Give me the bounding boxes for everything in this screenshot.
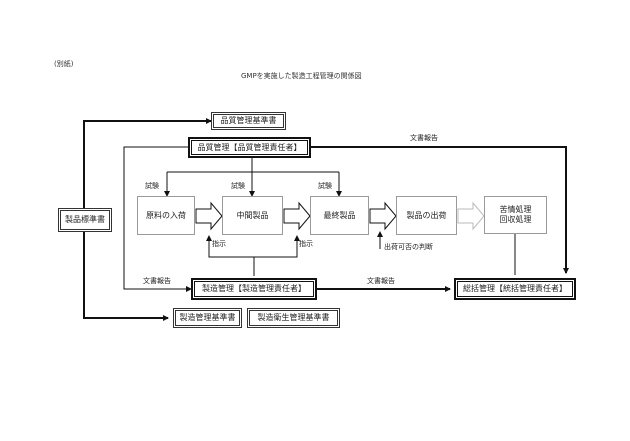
manufacturing-dept-box: 製造管理【製造管理責任者】 bbox=[191, 278, 317, 300]
product-shipping-label: 製品の出荷 bbox=[406, 210, 447, 220]
attachment-label: (別紙) bbox=[54, 60, 74, 68]
report-label-to-manufacturing: 文書報告 bbox=[143, 277, 171, 285]
general-dept-box: 総括管理【統括管理責任者】 bbox=[454, 278, 576, 300]
instruction-label-1: 指示 bbox=[212, 240, 226, 248]
general-dept-label: 総括管理【統括管理責任者】 bbox=[463, 284, 567, 293]
hygiene-standard-box: 製造衛生管理基準書 bbox=[247, 308, 340, 328]
complaint-label-line1: 苦情処理 bbox=[499, 205, 532, 214]
hygiene-standard-label: 製造衛生管理基準書 bbox=[257, 313, 330, 322]
test-label-intermediate: 試験 bbox=[231, 182, 245, 190]
shipping-decision-label: 出荷可否の判断 bbox=[384, 243, 433, 251]
arrow-quality-to-general bbox=[311, 146, 569, 274]
page-title: GMPを実施した製造工程管理の関係図 bbox=[241, 72, 362, 80]
raw-receipt-label: 原料の入荷 bbox=[146, 210, 186, 220]
manufacturing-standard-box: 製造管理基準書 bbox=[173, 308, 242, 328]
intermediate-box: 中間製品 bbox=[222, 196, 283, 235]
complaint-box: 苦情処理 回収処理 bbox=[484, 196, 547, 234]
flow-arrow-2 bbox=[283, 201, 311, 231]
manufacturing-dept-label: 製造管理【製造管理責任者】 bbox=[202, 284, 306, 293]
product-standard-label: 製品標準書 bbox=[65, 215, 105, 224]
final-product-box: 最終製品 bbox=[310, 196, 369, 235]
intermediate-label: 中間製品 bbox=[236, 210, 269, 220]
arrow-instruction-intermediate bbox=[206, 235, 255, 276]
manufacturing-standard-label: 製造管理基準書 bbox=[179, 313, 236, 322]
arrow-report-to-manufacturing bbox=[123, 146, 192, 292]
report-label-quality-to-general: 文書報告 bbox=[410, 134, 438, 142]
product-standard-box: 製品標準書 bbox=[58, 208, 112, 232]
test-label-final: 試験 bbox=[318, 182, 332, 190]
flow-arrow-4 bbox=[457, 201, 485, 231]
product-shipping-box: 製品の出荷 bbox=[396, 196, 457, 235]
quality-dept-label: 品質管理【品質管理責任者】 bbox=[197, 142, 302, 152]
complaint-label-line2: 回収処理 bbox=[499, 215, 532, 224]
quality-dept-box: 品質管理【品質管理責任者】 bbox=[188, 137, 311, 158]
arrow-instruction-final bbox=[254, 235, 300, 258]
flow-arrow-1 bbox=[195, 201, 223, 231]
quality-standard-label: 品質管理基準書 bbox=[220, 116, 277, 125]
raw-receipt-box: 原料の入荷 bbox=[137, 196, 195, 235]
arrow-product-standard-to-quality-standard bbox=[83, 118, 212, 208]
final-product-label: 最終製品 bbox=[323, 210, 356, 220]
report-label-manufacturing-to-general: 文書報告 bbox=[367, 277, 395, 285]
quality-standard-box: 品質管理基準書 bbox=[211, 112, 286, 130]
arrow-product-standard-to-manufacturing-standard bbox=[83, 232, 169, 321]
test-label-raw: 試験 bbox=[145, 182, 159, 190]
instruction-label-2: 指示 bbox=[299, 240, 313, 248]
flow-arrow-3 bbox=[369, 201, 397, 231]
